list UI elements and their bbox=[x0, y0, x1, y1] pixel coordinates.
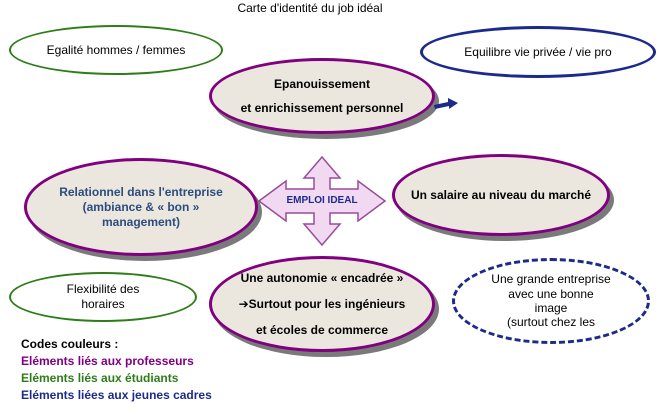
node-grande-line2: avec une bonne bbox=[508, 286, 594, 301]
node-flexibilite-line2: horaires bbox=[81, 297, 125, 311]
node-relationnel-line3: management) bbox=[101, 214, 181, 229]
center-label: EMPLOI IDEAL bbox=[286, 195, 358, 206]
node-epanouissement-line2: et enrichissement personnel bbox=[240, 101, 404, 115]
legend-item-jeunes-cadres: Eléments liées aux jeunes cadres bbox=[21, 388, 212, 402]
node-egalite-label: Egalité hommes / femmes bbox=[46, 42, 186, 57]
node-egalite: Egalité hommes / femmes bbox=[9, 25, 223, 75]
node-autonomie-line3: et écoles de commerce bbox=[255, 323, 389, 337]
legend-item-professeurs: Eléments liés aux professeurs bbox=[21, 354, 194, 368]
node-relationnel: Relationnel dans l'entreprise (ambiance … bbox=[24, 158, 258, 256]
node-salaire-label: Un salaire au niveau du marché bbox=[410, 187, 592, 202]
node-salaire: Un salaire au niveau du marché bbox=[392, 154, 610, 236]
node-grande-line3: image bbox=[534, 301, 568, 315]
node-flexibilite: Flexibilité des horaires bbox=[9, 272, 197, 322]
node-autonomie: Une autonomie « encadrée » ➔Surtout pour… bbox=[209, 256, 435, 352]
node-grande-line1: Une grande entreprise bbox=[491, 272, 611, 287]
node-grande-line4: (surtout chez les bbox=[506, 315, 596, 330]
node-relationnel-line2: (ambiance & « bon » bbox=[82, 199, 200, 214]
page-title: Carte d'identité du job idéal bbox=[237, 1, 383, 15]
small-arrow-icon bbox=[434, 98, 458, 109]
color-legend: Codes couleurs : Eléments liés aux profe… bbox=[21, 336, 212, 404]
node-epanouissement: Epanouissement et enrichissement personn… bbox=[209, 58, 435, 134]
four-way-arrow-icon bbox=[258, 156, 386, 246]
node-grande-entreprise: Une grande entreprise avec une bonne ima… bbox=[452, 258, 650, 344]
legend-item-etudiants: Eléments liés aux étudiants bbox=[21, 371, 179, 385]
node-equilibre-label: Equilibre vie privée / vie pro bbox=[464, 44, 612, 59]
node-relationnel-line1: Relationnel dans l'entreprise bbox=[59, 184, 223, 199]
node-autonomie-line2: ➔Surtout pour les ingénieurs bbox=[238, 297, 406, 311]
node-equilibre: Equilibre vie privée / vie pro bbox=[420, 26, 656, 78]
node-autonomie-line1: Une autonomie « encadrée » bbox=[240, 271, 404, 285]
node-flexibilite-line1: Flexibilité des bbox=[66, 282, 140, 296]
legend-title: Codes couleurs : bbox=[21, 337, 119, 351]
node-epanouissement-line1: Epanouissement bbox=[273, 77, 371, 91]
